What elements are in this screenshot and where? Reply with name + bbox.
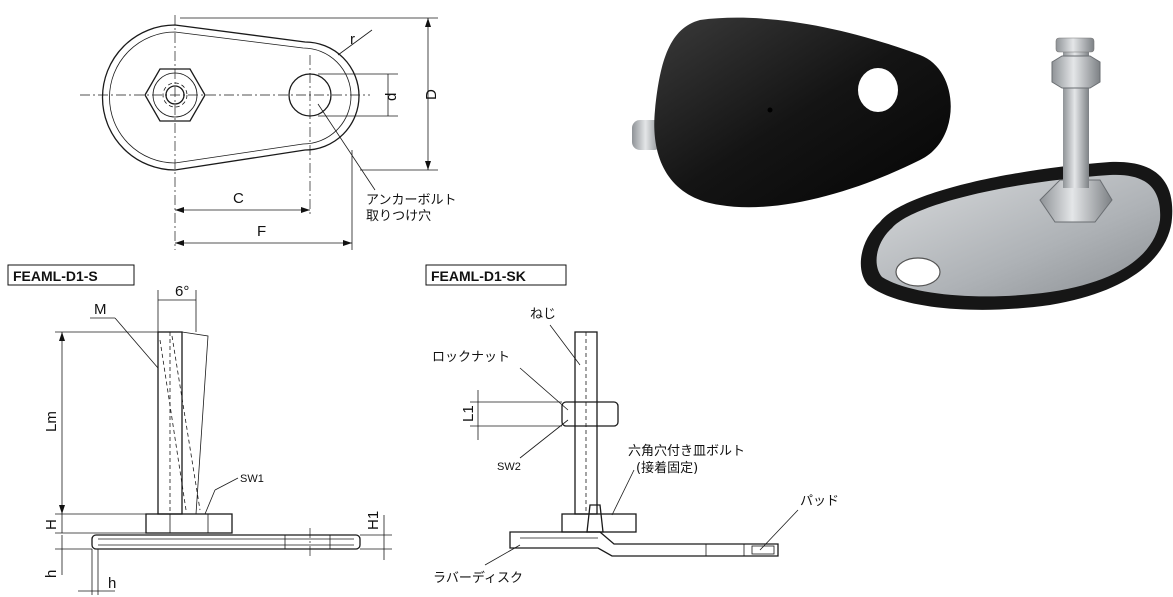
model-label-s: FEAML-D1-S — [13, 268, 98, 284]
stud-top — [1055, 37, 1095, 53]
nut-chamfer-circle — [152, 72, 198, 118]
bolt-label-line2: (接着固定) — [636, 460, 698, 476]
pad-section — [751, 545, 775, 555]
base-hex-nut — [1039, 179, 1113, 223]
lock-nut — [561, 401, 619, 427]
lock-nut-leader — [519, 367, 569, 411]
rubber-disk-label: ラバーディスク — [433, 570, 523, 586]
anchor-hole — [288, 73, 332, 117]
angle-label: 6° — [175, 283, 189, 300]
stud-tilted-diagonal — [171, 335, 201, 511]
SW1-leader-2 — [204, 489, 216, 515]
pad-leader — [759, 509, 799, 551]
bolt-label-line1: 六角穴付き皿ボルト — [628, 444, 745, 459]
base-plate-side — [91, 534, 361, 550]
dim-d-label: d — [383, 93, 400, 101]
M-leader — [114, 317, 159, 369]
model-label-box-s — [7, 264, 135, 286]
base-plate-sk — [509, 531, 779, 557]
dim-M-label: M — [94, 301, 107, 318]
product-photo — [632, 17, 1173, 310]
dim-C-label: C — [233, 190, 244, 207]
countersunk-bolt — [586, 504, 604, 533]
lock-nut-product — [1051, 55, 1101, 89]
dim-F-label: F — [257, 223, 266, 240]
base-outline-outer — [101, 24, 360, 171]
SW2-leader — [519, 419, 569, 459]
dim-r-label: r — [350, 31, 355, 48]
anchor-label-line2: 取りつけ穴 — [366, 209, 431, 224]
dim-H-label: H — [43, 519, 60, 530]
rubber-leader — [484, 544, 521, 566]
rubber-disk-body — [654, 17, 951, 208]
dim-SW2-label: SW2 — [497, 461, 521, 473]
side-view-sk: FEAML-D1-SK ねじ ロックナット L1 SW2 六角穴付き皿ボルト (… — [425, 264, 839, 586]
thread-circle — [165, 85, 185, 105]
side-view-s: FEAML-D1-S 6° M Lm SW1 H — [7, 264, 392, 595]
rubber-disk-dimple — [767, 107, 773, 113]
pad-label: パッド — [800, 494, 839, 509]
rubber-disk-hole — [858, 68, 898, 112]
leveling-foot-product — [860, 37, 1173, 310]
dim-Lm-label: Lm — [43, 411, 60, 432]
dim-D-label: D — [423, 89, 440, 100]
screw-label: ねじ — [530, 307, 556, 322]
base-nut — [561, 513, 637, 533]
stud-tilted — [181, 331, 209, 515]
dim-SW1-label: SW1 — [240, 473, 264, 485]
model-label-sk: FEAML-D1-SK — [431, 268, 526, 284]
model-label-box-sk — [425, 264, 567, 286]
r-leader — [337, 29, 373, 56]
thread-major-circle — [162, 82, 188, 108]
plate-hole-product — [895, 257, 941, 287]
dim-H1-label: H1 — [365, 511, 382, 530]
dim-h-label: h — [43, 570, 60, 578]
dim-L1-label: L1 — [460, 405, 477, 422]
anchor-leader — [317, 103, 376, 191]
dim-h2-label: h — [108, 575, 116, 592]
hex-nut-top — [144, 68, 206, 122]
lock-nut-label: ロックナット — [432, 350, 510, 365]
screw-leader — [549, 324, 581, 366]
rubber-disk-product — [632, 17, 951, 208]
nut-side — [145, 513, 233, 534]
bolt-leader — [611, 469, 635, 516]
stud-tilted-diagonal-2 — [159, 339, 187, 511]
anchor-label-line1: アンカーボルト — [366, 193, 456, 208]
SW1-leader — [214, 477, 239, 491]
top-view: r d D C F アンカーボルト 取りつけ穴 — [80, 15, 456, 250]
